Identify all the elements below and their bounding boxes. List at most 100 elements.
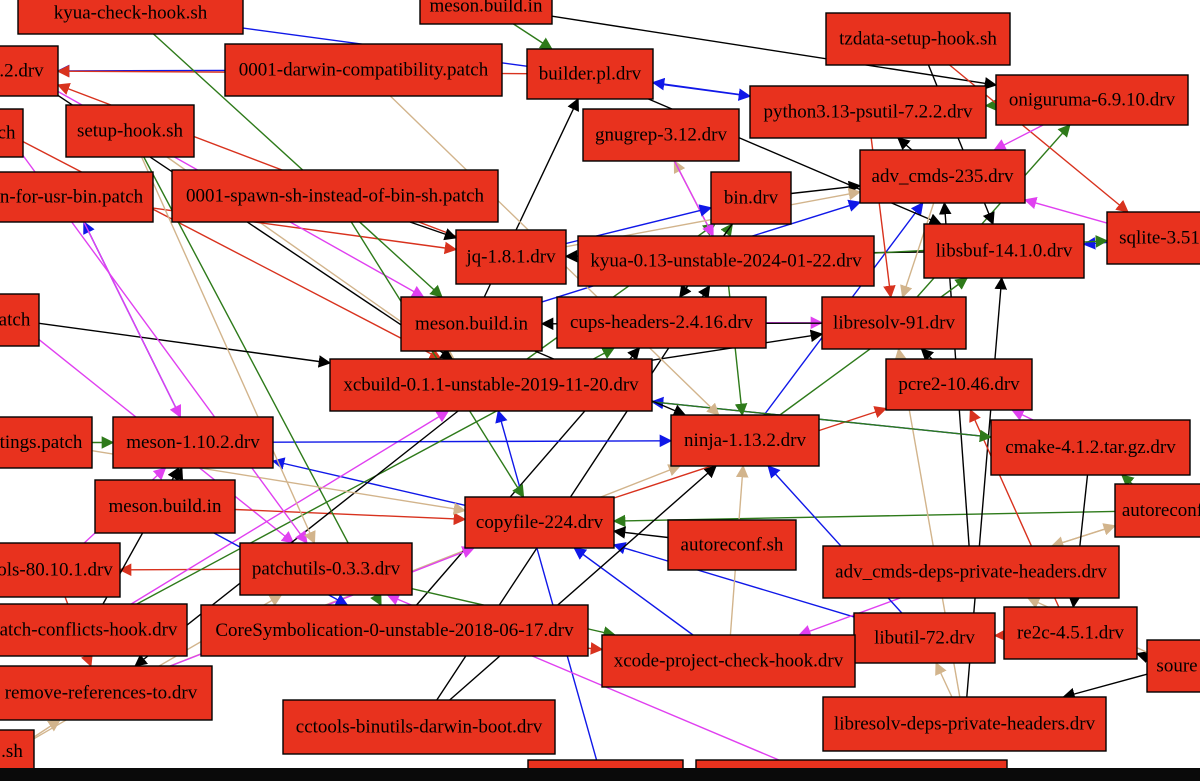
graph-node[interactable]: cctools-binutils-darwin-boot.drv <box>282 699 556 755</box>
graph-node[interactable]: setup-hook.sh <box>65 104 195 158</box>
graph-node-box[interactable] <box>171 169 499 223</box>
graph-node-box[interactable] <box>526 48 654 100</box>
graph-node[interactable]: patchutils-0.3.3.drv <box>239 542 413 596</box>
graph-node-box[interactable] <box>200 604 589 657</box>
graph-node[interactable]: python3.13-psutil-7.2.2.drv <box>749 85 987 139</box>
graph-node-box[interactable] <box>923 223 1085 279</box>
graph-node-box[interactable] <box>17 0 244 35</box>
graph-node[interactable]: meson-1.10.2.drv <box>112 416 274 469</box>
graph-node-box[interactable] <box>1003 606 1138 660</box>
graph-node-box[interactable] <box>582 108 740 162</box>
graph-node[interactable]: n-for-usr-bin.patch <box>0 171 154 223</box>
graph-node[interactable]: ch <box>0 108 24 158</box>
graph-node-box[interactable] <box>0 665 213 721</box>
graph-node[interactable]: cmake-4.1.2.tar.gz.drv <box>990 419 1191 476</box>
graph-node[interactable]: tzdata-setup-hook.sh <box>825 12 1011 66</box>
graph-node[interactable]: autoreconf <box>1114 483 1200 538</box>
graph-node[interactable]: meson.build.in <box>94 479 236 534</box>
graph-node[interactable]: ninja-1.13.2.drv <box>670 414 820 467</box>
graph-node[interactable]: xcbuild-0.1.1-unstable-2019-11-20.drv <box>329 358 653 412</box>
graph-node[interactable]: sqlite-3.51 <box>1106 211 1200 265</box>
graph-node[interactable]: adv_cmds-deps-private-headers.drv <box>822 545 1120 599</box>
graph-node-label: xcbuild-0.1.1-unstable-2019-11-20.drv <box>343 375 639 396</box>
graph-node-box[interactable] <box>667 519 797 571</box>
graph-node-box[interactable] <box>710 171 792 225</box>
edge-n12-to-n8 <box>897 137 913 151</box>
graph-node-box[interactable] <box>0 729 35 774</box>
graph-node-box[interactable] <box>239 542 413 596</box>
graph-node-box[interactable] <box>112 416 274 469</box>
graph-node-box[interactable] <box>1114 483 1200 538</box>
graph-node-box[interactable] <box>65 104 195 158</box>
edge-n20-to-n24 <box>38 322 332 368</box>
graph-node-box[interactable] <box>455 229 567 285</box>
graph-node[interactable]: copyfile-224.drv <box>464 496 615 549</box>
graph-node-box[interactable] <box>464 496 615 549</box>
graph-node-box[interactable] <box>419 0 553 25</box>
graph-node-box[interactable] <box>995 74 1189 126</box>
graph-node-box[interactable] <box>601 634 856 688</box>
graph-node[interactable]: .sh <box>0 729 35 774</box>
graph-node[interactable]: oniguruma-6.9.10.drv <box>995 74 1189 126</box>
graph-node[interactable]: atch-conflicts-hook.drv <box>0 603 188 657</box>
graph-node[interactable]: jq-1.8.1.drv <box>455 229 567 285</box>
graph-node-box[interactable] <box>1146 639 1200 693</box>
graph-node-box[interactable] <box>0 171 154 223</box>
graph-node[interactable]: 0001-spawn-sh-instead-of-bin-sh.patch <box>171 169 499 223</box>
graph-node-box[interactable] <box>1106 211 1200 265</box>
graph-node[interactable]: bin.drv <box>710 171 792 225</box>
graph-node[interactable]: libresolv-91.drv <box>821 296 967 350</box>
graph-node-box[interactable] <box>670 414 820 467</box>
graph-node[interactable]: remove-references-to.drv <box>0 665 213 721</box>
graph-node-box[interactable] <box>885 358 1033 411</box>
graph-node-box[interactable] <box>0 542 121 598</box>
graph-node-box[interactable] <box>0 603 188 657</box>
graph-node-label: soure <box>1156 656 1197 677</box>
graph-node[interactable]: adv_cmds-235.drv <box>859 149 1026 204</box>
graph-node[interactable]: builder.pl.drv <box>526 48 654 100</box>
graph-node[interactable]: libutil-72.drv <box>853 612 996 664</box>
graph-node[interactable]: ols-80.10.1.drv <box>0 542 121 598</box>
graph-node-box[interactable] <box>822 696 1107 752</box>
graph-node-box[interactable] <box>825 12 1011 66</box>
graph-node[interactable]: gnugrep-3.12.drv <box>582 108 740 162</box>
graph-node-box[interactable] <box>859 149 1026 204</box>
graph-node-box[interactable] <box>0 45 59 97</box>
edge-n37-to-n24 <box>130 410 450 605</box>
graph-node-box[interactable] <box>94 479 236 534</box>
graph-node[interactable]: tings.patch <box>0 416 93 469</box>
graph-node[interactable]: kyua-check-hook.sh <box>17 0 244 35</box>
graph-node[interactable]: libresolv-deps-private-headers.drv <box>822 696 1107 752</box>
graph-node-box[interactable] <box>853 612 996 664</box>
graph-node-label: ols-80.10.1.drv <box>0 560 113 581</box>
graph-node-box[interactable] <box>577 235 875 287</box>
graph-node-box[interactable] <box>0 293 40 347</box>
graph-node[interactable]: autoreconf.sh <box>667 519 797 571</box>
graph-node[interactable]: libsbuf-14.1.0.drv <box>923 223 1085 279</box>
graph-node[interactable]: meson.build.in <box>419 0 553 25</box>
graph-node[interactable]: cups-headers-2.4.16.drv <box>556 296 767 349</box>
graph-node[interactable]: kyua-0.13-unstable-2024-01-22.drv <box>577 235 875 287</box>
graph-node-box[interactable] <box>0 108 24 158</box>
graph-node-box[interactable] <box>556 296 767 349</box>
graph-node-box[interactable] <box>822 545 1120 599</box>
graph-node-box[interactable] <box>749 85 987 139</box>
graph-node-box[interactable] <box>224 43 503 97</box>
graph-node-box[interactable] <box>282 699 556 755</box>
graph-node-box[interactable] <box>0 416 93 469</box>
graph-node[interactable]: re2c-4.5.1.drv <box>1003 606 1138 660</box>
graph-node[interactable]: xcode-project-check-hook.drv <box>601 634 856 688</box>
graph-node-box[interactable] <box>821 296 967 350</box>
graph-node[interactable]: pcre2-10.46.drv <box>885 358 1033 411</box>
graph-node[interactable]: atch <box>0 293 40 347</box>
graph-node[interactable]: CoreSymbolication-0-unstable-2018-06-17.… <box>200 604 589 657</box>
graph-node[interactable]: meson.build.in <box>400 296 543 352</box>
graph-node-box[interactable] <box>400 296 543 352</box>
graph-node-box[interactable] <box>990 419 1191 476</box>
graph-node-box[interactable] <box>329 358 653 412</box>
graph-node[interactable]: soure <box>1146 639 1200 693</box>
graph-node[interactable]: .2.drv <box>0 45 59 97</box>
graph-node[interactable]: 0001-darwin-compatibility.patch <box>224 43 503 97</box>
graph-node-label: meson.build.in <box>109 496 222 517</box>
